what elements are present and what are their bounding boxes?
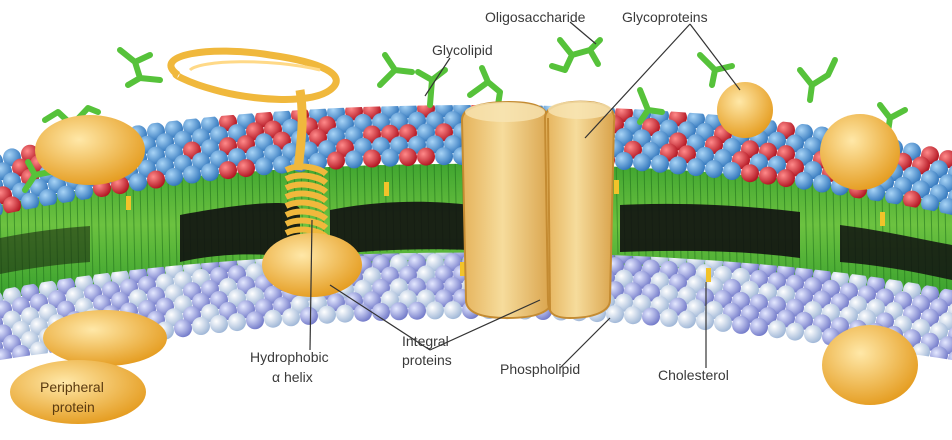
label-glycolipid: Glycolipid bbox=[432, 42, 493, 58]
label-phospholipid: Phospholipid bbox=[500, 361, 580, 377]
label-oligosaccharide: Oligosaccharide bbox=[485, 9, 586, 25]
integral-channel-protein bbox=[462, 101, 614, 318]
label-hydrophobic: Hydrophobic bbox=[250, 349, 329, 365]
label-alpha-helix: α helix bbox=[272, 369, 313, 385]
label-integral: Integral bbox=[402, 333, 449, 349]
label-proteins: proteins bbox=[402, 352, 452, 368]
label-peripheral: Peripheral bbox=[40, 379, 104, 395]
label-glycoproteins: Glycoproteins bbox=[622, 9, 708, 25]
label-protein: protein bbox=[52, 399, 95, 415]
label-cholesterol: Cholesterol bbox=[658, 367, 729, 383]
